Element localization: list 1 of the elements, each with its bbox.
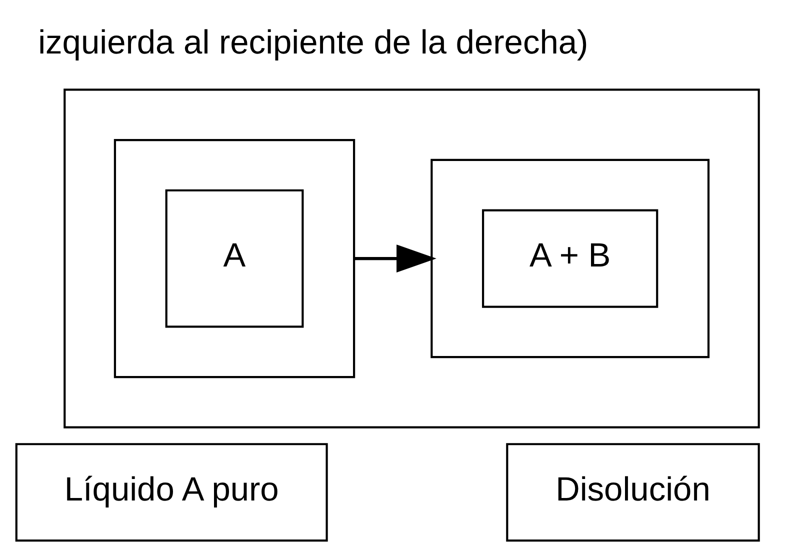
diagram-title: izquierda al recipiente de la derecha) bbox=[38, 24, 588, 62]
